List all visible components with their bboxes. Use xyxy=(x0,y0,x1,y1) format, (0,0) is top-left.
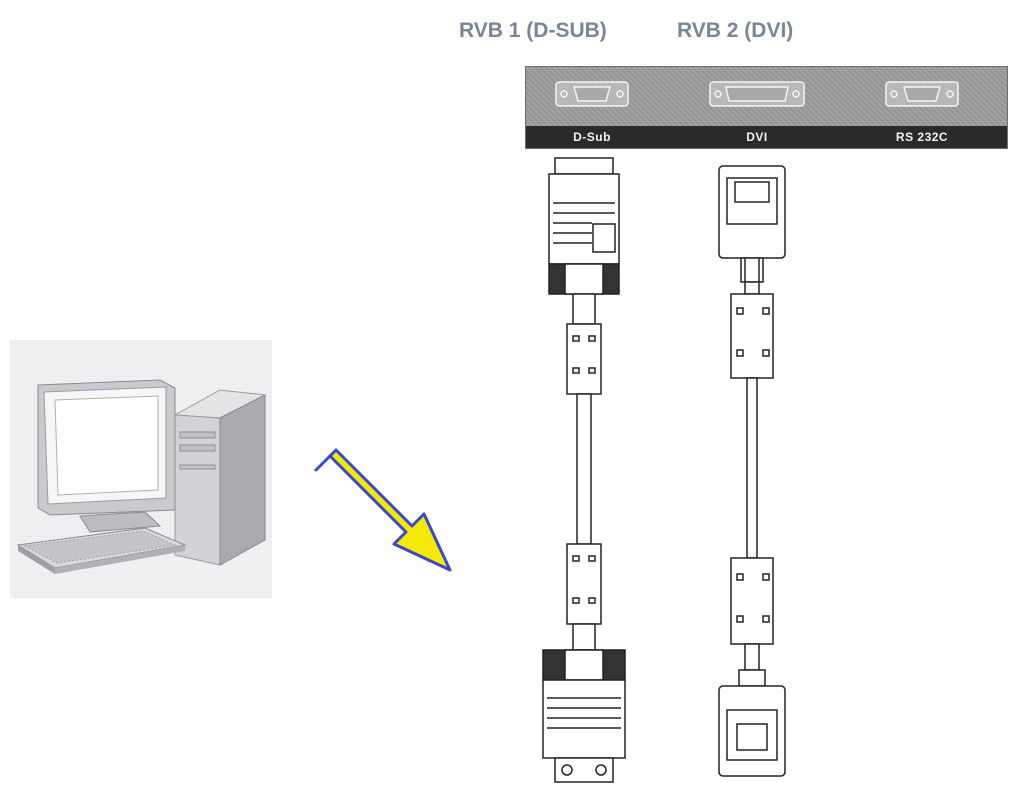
port-label-dsub: D-Sub xyxy=(573,130,611,144)
pc-tower-icon xyxy=(173,389,267,566)
dvi-port-icon xyxy=(709,81,805,107)
keyboard-icon xyxy=(16,527,187,574)
panel-label-band: D-Sub DVI RS 232C xyxy=(526,126,1007,148)
heading-rvb2-dvi: RVB 2 (DVI) xyxy=(677,19,794,42)
port-label-rs232c: RS 232C xyxy=(895,130,949,144)
computer-illustration xyxy=(10,340,272,598)
connector-panel: D-Sub DVI RS 232C xyxy=(525,66,1008,149)
arrow-icon xyxy=(314,448,452,572)
panel-ports xyxy=(555,81,959,107)
dvi-cable-icon xyxy=(718,165,786,777)
vga-cable-icon xyxy=(542,157,626,783)
heading-rvb1-dsub: RVB 1 (D-SUB) xyxy=(459,19,607,42)
port-label-dvi: DVI xyxy=(746,130,768,144)
monitor-icon xyxy=(37,379,176,533)
vga-port-icon xyxy=(555,81,629,107)
serial-port-icon xyxy=(885,81,959,107)
